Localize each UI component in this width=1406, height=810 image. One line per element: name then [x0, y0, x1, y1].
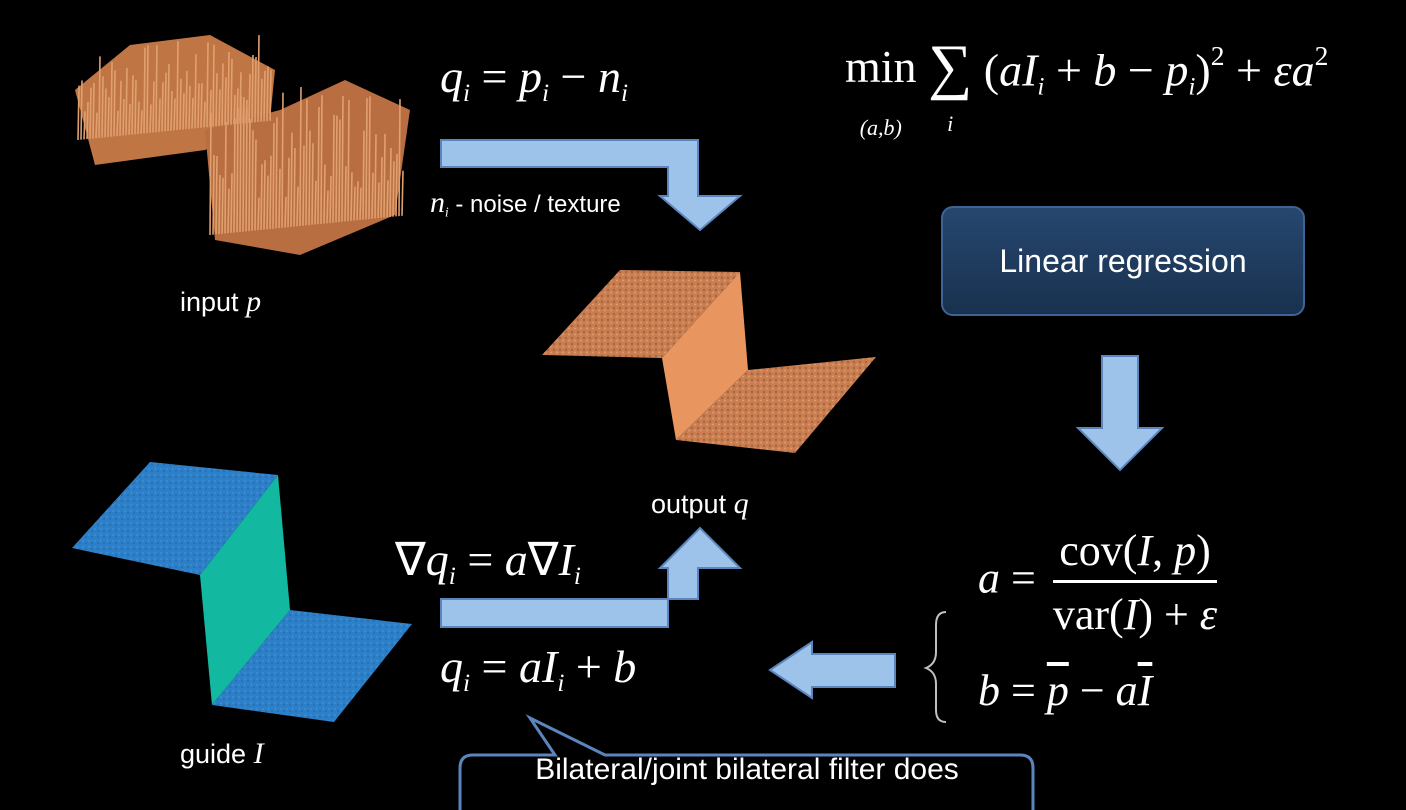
noise-label: ni - noise / texture — [430, 186, 621, 221]
arrow-regression-down — [1075, 355, 1165, 472]
callout-text: Bilateral/joint bilateral filter does — [535, 753, 959, 786]
guide-label: guide I — [180, 737, 264, 771]
callout-bubble — [458, 714, 1035, 810]
noise-sub: i — [445, 204, 449, 220]
input-label: input p — [180, 285, 261, 319]
eq-objective: min(a,b) ∑i (aIi + b − pi)2 + εa2 — [845, 33, 1329, 140]
input-label-var: p — [246, 285, 262, 318]
output-label-var: q — [733, 487, 749, 520]
input-label-text: input — [180, 287, 239, 317]
arrow-coefficients-left — [768, 640, 896, 700]
eq-coefficient-a: a = cov(I, p)var(I) + ε — [978, 526, 1218, 639]
arrow-input-to-output — [440, 139, 743, 232]
output-label-text: output — [651, 489, 727, 519]
output-label: output q — [651, 487, 749, 521]
output-smooth-surface — [542, 270, 876, 453]
eq-gradient: ∇qi = a∇Ii — [395, 534, 581, 590]
equations-brace — [923, 611, 947, 723]
linear-regression-box: Linear regression — [941, 206, 1305, 316]
guide-label-var: I — [253, 737, 264, 770]
linear-regression-label: Linear regression — [999, 242, 1247, 279]
eq-coefficient-b: b = p − aI — [978, 666, 1153, 715]
eq-noise-removal: qi = pi − ni — [440, 51, 628, 107]
eq-linear-model: qi = aIi + b — [440, 641, 637, 697]
arrow-guide-to-output — [440, 526, 743, 628]
noise-desc: - noise / texture — [455, 191, 621, 218]
guide-label-text: guide — [180, 739, 247, 769]
noise-var: n — [430, 186, 445, 219]
guide-surface — [72, 462, 412, 722]
input-noisy-surface — [75, 35, 410, 255]
